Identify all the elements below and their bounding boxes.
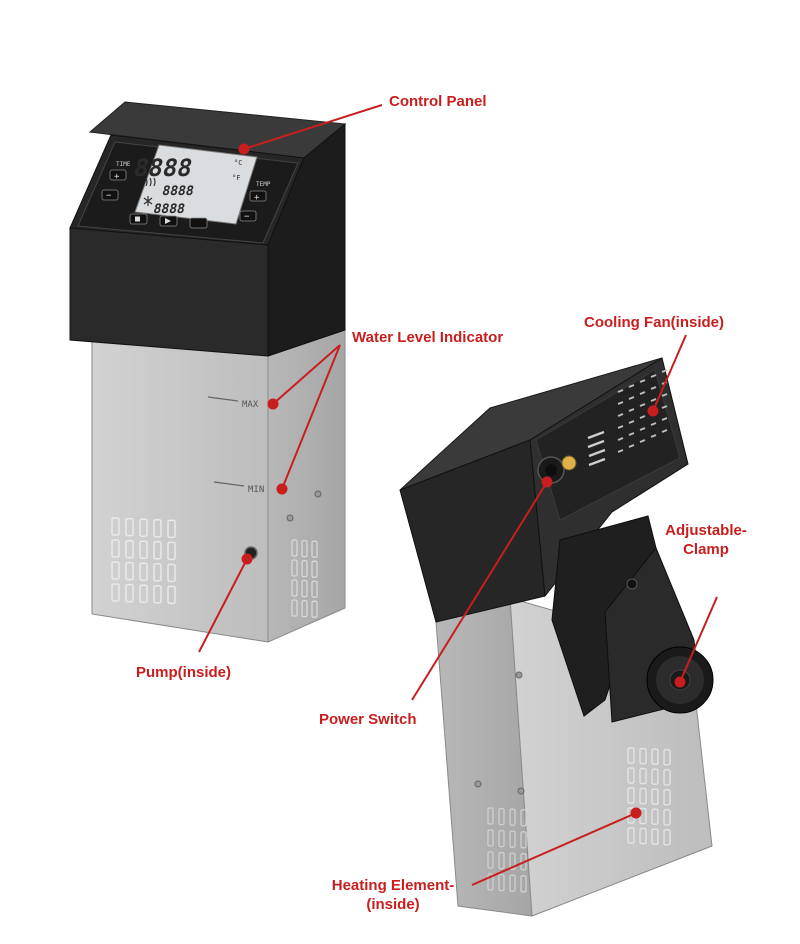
temp-minus-button[interactable]: − <box>239 210 257 222</box>
clamp-screw <box>626 578 638 590</box>
leader-water-level-max <box>272 344 341 405</box>
rear-device <box>399 357 714 917</box>
label-adjustable-clamp: Adjustable- Clamp <box>651 521 761 559</box>
label-heating-element: Heating Element- (inside) <box>318 876 468 914</box>
leader-water-level-min <box>281 344 341 490</box>
lcd-sub-digits-1: 8888 <box>161 184 196 199</box>
rear-body-screw-1 <box>515 671 523 679</box>
unit-toggle-button[interactable] <box>189 217 208 229</box>
label-pump: Pump(inside) <box>136 664 232 681</box>
leader-cooling-fan <box>652 334 687 412</box>
leader-control-panel <box>243 104 383 150</box>
label-heating-element-line2: (inside) <box>366 896 420 913</box>
play-button[interactable] <box>159 215 178 227</box>
rear-head-left <box>399 439 546 623</box>
label-adjustable-clamp-line2: Clamp <box>683 541 729 558</box>
front-head-side <box>267 122 346 357</box>
svg-text:+: + <box>254 193 260 203</box>
side-vent-grid <box>291 539 318 618</box>
rear-body-screw-3 <box>474 780 482 788</box>
svg-text:−: − <box>106 191 112 201</box>
temp-label: TEMP <box>256 181 271 188</box>
clamp-bracket <box>551 515 657 717</box>
svg-text:+: + <box>114 172 120 182</box>
temp-plus-button[interactable]: + <box>249 190 267 203</box>
indicator-light <box>561 455 577 471</box>
lcd-unit-f: °F <box>232 174 240 182</box>
lcd-heat-icon <box>145 177 156 187</box>
front-device: 8888 °C °F 8888 8888 TIME TEMP + − + − <box>69 101 347 643</box>
lcd-sub-digits-2: 8888 <box>152 202 187 217</box>
front-vent-grid <box>111 517 176 605</box>
min-mark-text: MIN <box>248 485 264 495</box>
max-mark-text: MAX <box>242 400 259 410</box>
leader-power-switch <box>411 481 548 701</box>
rear-small-vents <box>587 430 606 467</box>
min-mark-line <box>213 481 245 487</box>
callout-lines <box>198 104 718 886</box>
leader-adjustable-clamp <box>679 596 718 683</box>
rear-panel-inset <box>535 369 681 521</box>
max-mark-line <box>207 396 239 402</box>
label-control-panel: Control Panel <box>389 93 487 110</box>
rear-body-screw-2 <box>517 787 525 795</box>
leader-heating-element <box>471 812 637 886</box>
label-water-level-indicator: Water Level Indicator <box>352 329 504 346</box>
body-screw-2 <box>314 490 322 498</box>
lcd-fan-icon <box>143 196 153 206</box>
label-heating-element-line1: Heating Element- <box>331 877 455 894</box>
stop-button[interactable] <box>129 213 148 225</box>
time-plus-button[interactable]: + <box>109 169 127 182</box>
lcd-unit-c: °C <box>234 159 242 167</box>
rear-side-vent-grid <box>487 807 527 893</box>
svg-text:−: − <box>244 212 250 222</box>
time-minus-button[interactable]: − <box>101 189 119 201</box>
leader-pump <box>198 558 248 653</box>
body-screw-1 <box>286 514 294 522</box>
lcd-main-digits: 8888 <box>131 153 195 182</box>
label-adjustable-clamp-line1: Adjustable- <box>665 522 747 539</box>
time-label: TIME <box>116 161 131 168</box>
label-power-switch: Power Switch <box>319 711 417 728</box>
label-cooling-fan: Cooling Fan(inside) <box>584 314 724 331</box>
front-head-lower <box>69 227 269 357</box>
